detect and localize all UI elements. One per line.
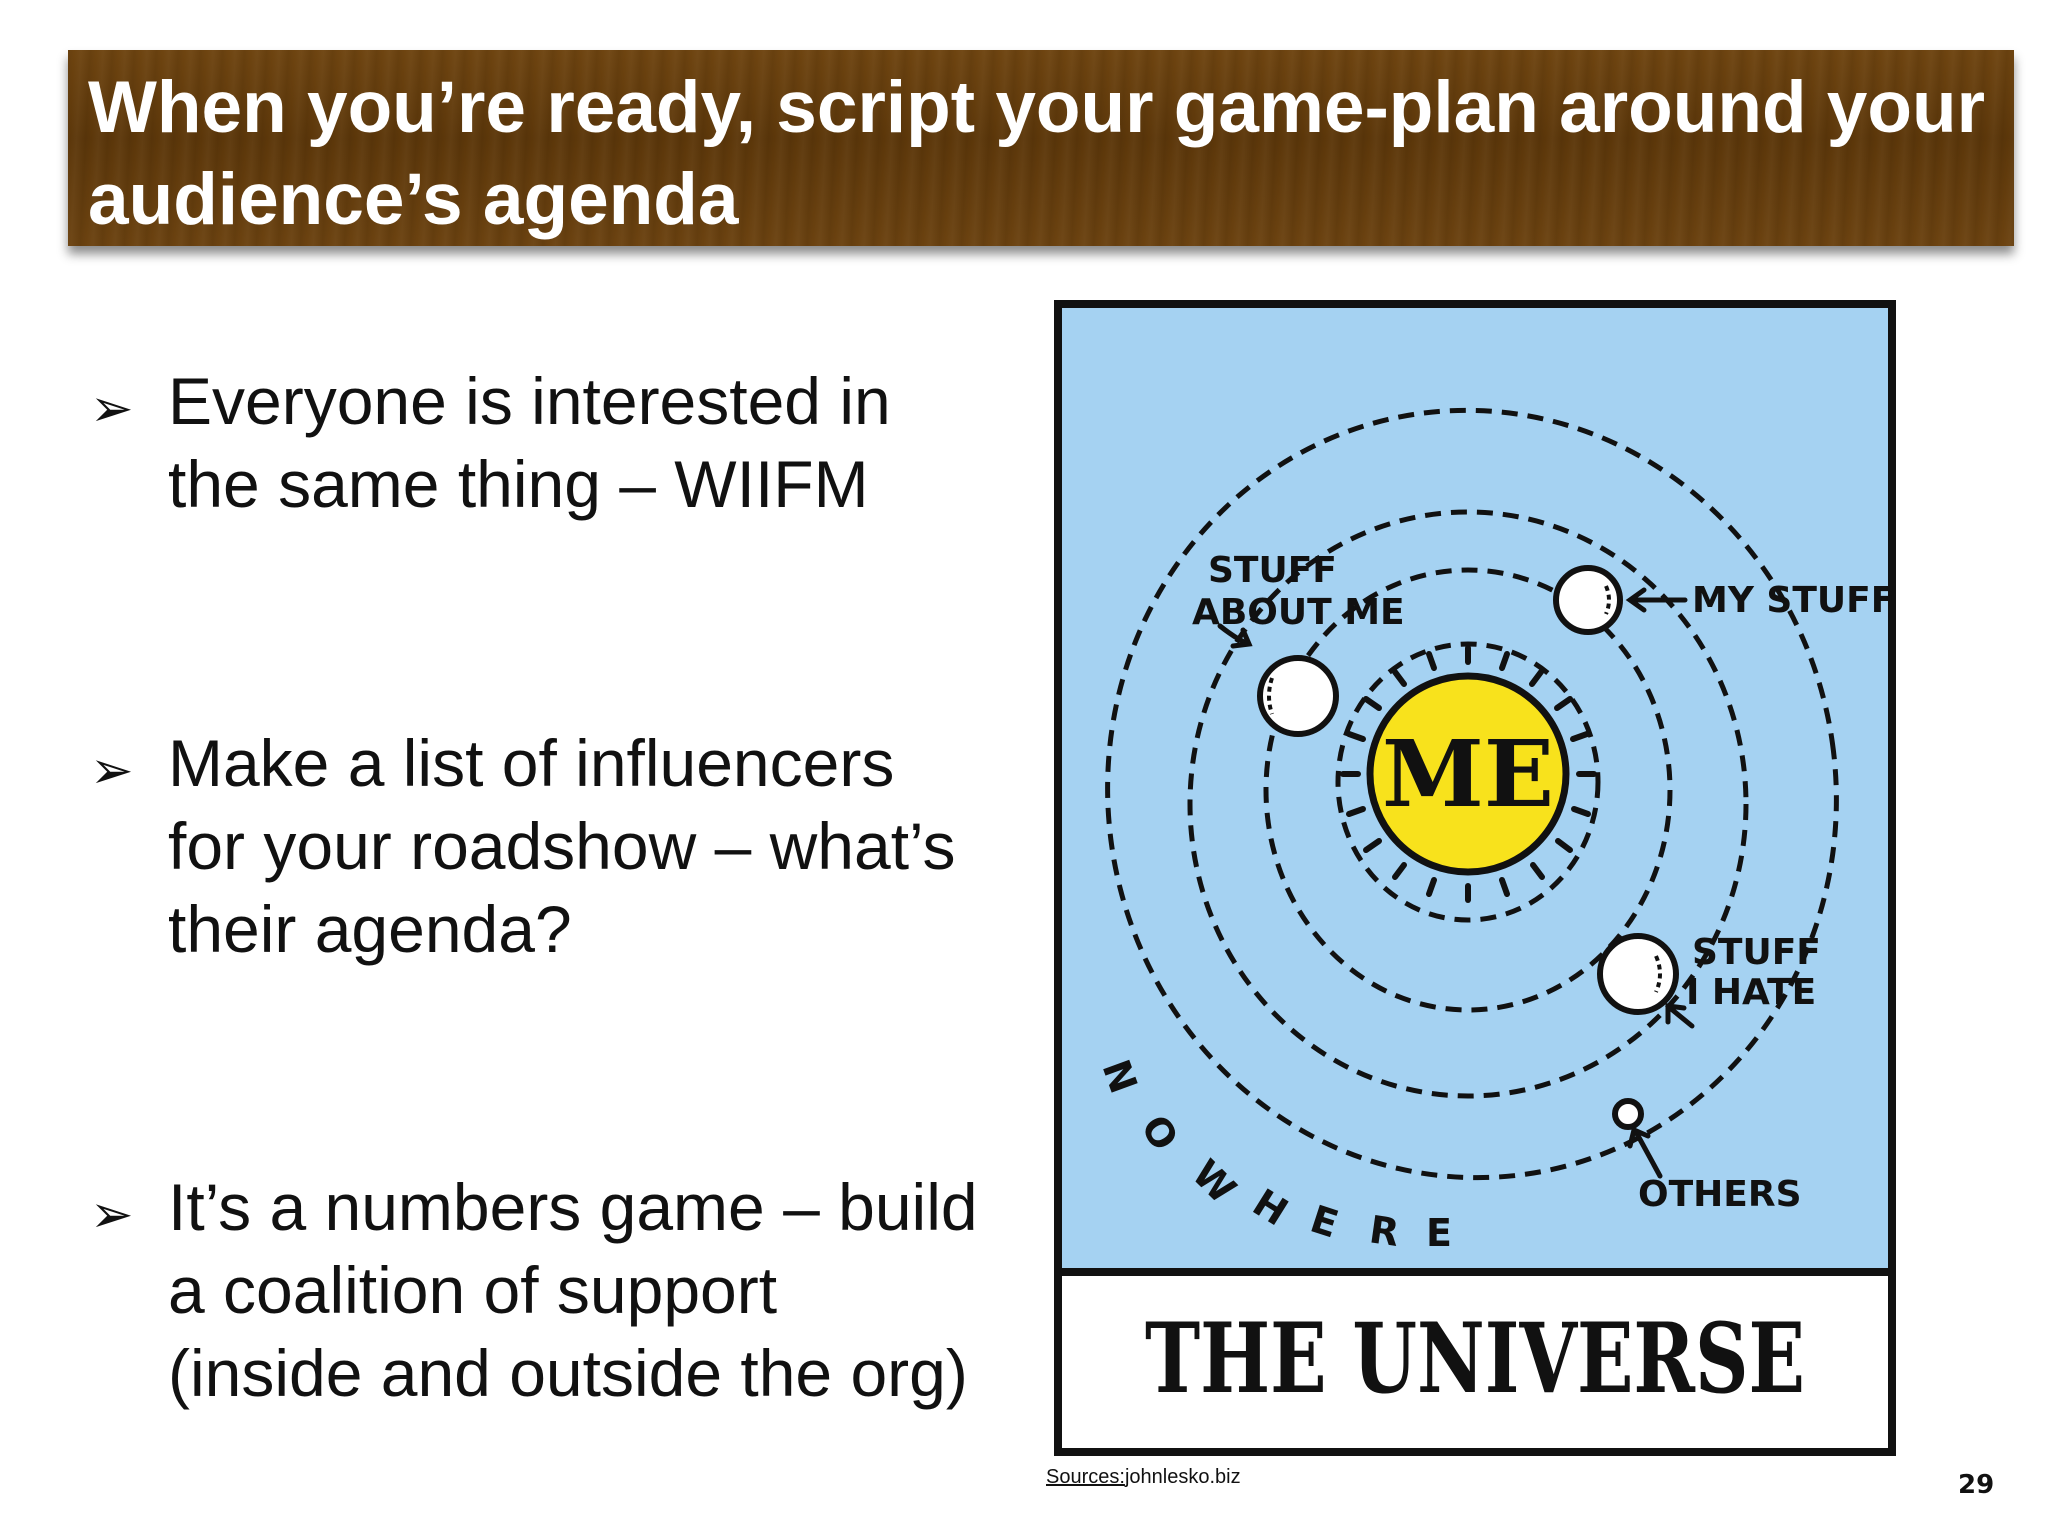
orbit-second: [1263, 567, 1673, 1013]
bullet-text: It’s a numbers game – build a coalition …: [168, 1170, 978, 1410]
label-others: OTHERS: [1638, 1174, 1802, 1215]
arrow-bullet-icon: ➢: [90, 1186, 134, 1244]
label-stuff-i-hate-line1: STUFF: [1692, 932, 1821, 973]
sun-label: ME: [1382, 720, 1554, 828]
orbit-inner: [1335, 641, 1601, 923]
arrow-bullet-icon: ➢: [90, 380, 134, 438]
label-stuff-i-hate-line2: I HATE: [1686, 972, 1816, 1013]
bullet-text: Make a list of influencers for your road…: [168, 726, 956, 966]
label-arrows: [1217, 587, 1695, 1179]
universe-cartoon: ME STUFF ABOUT ME MY STUFF STUFF I HATE …: [1054, 300, 1896, 1456]
arrow-bullet-icon: ➢: [90, 742, 134, 800]
planet-stuff-i-hate: [1597, 933, 1679, 1015]
orbit-third: [1187, 509, 1749, 1099]
nowhere-letter: R: [1367, 1207, 1402, 1255]
slide-title-bar: When you’re ready, script your game-plan…: [68, 50, 2014, 246]
slide-title: When you’re ready, script your game-plan…: [88, 67, 1986, 240]
nowhere-letter: E: [1426, 1211, 1452, 1255]
bullet-text: Everyone is interested in the same thing…: [168, 364, 891, 521]
label-stuff-about-me-line1: STUFF: [1208, 550, 1337, 591]
label-my-stuff: MY STUFF: [1692, 580, 1895, 621]
sun-rays: [1340, 645, 1597, 903]
source-credit: Sources:johnlesko.biz: [1046, 1466, 1241, 1489]
source-prefix: Sources:: [1046, 1466, 1125, 1488]
sun-me: [1366, 672, 1570, 876]
orbit-outer: [1105, 407, 1839, 1181]
page-number: 29: [1958, 1470, 1995, 1500]
label-stuff-about-me-line2: ABOUT ME: [1192, 592, 1405, 633]
planet-stuff-about-me: [1257, 655, 1339, 737]
planet-others: [1612, 1098, 1644, 1130]
planet-my-stuff: [1553, 565, 1623, 635]
source-site: johnlesko.biz: [1124, 1466, 1241, 1488]
cartoon-caption: THE UNIVERSE: [1145, 1302, 1805, 1415]
